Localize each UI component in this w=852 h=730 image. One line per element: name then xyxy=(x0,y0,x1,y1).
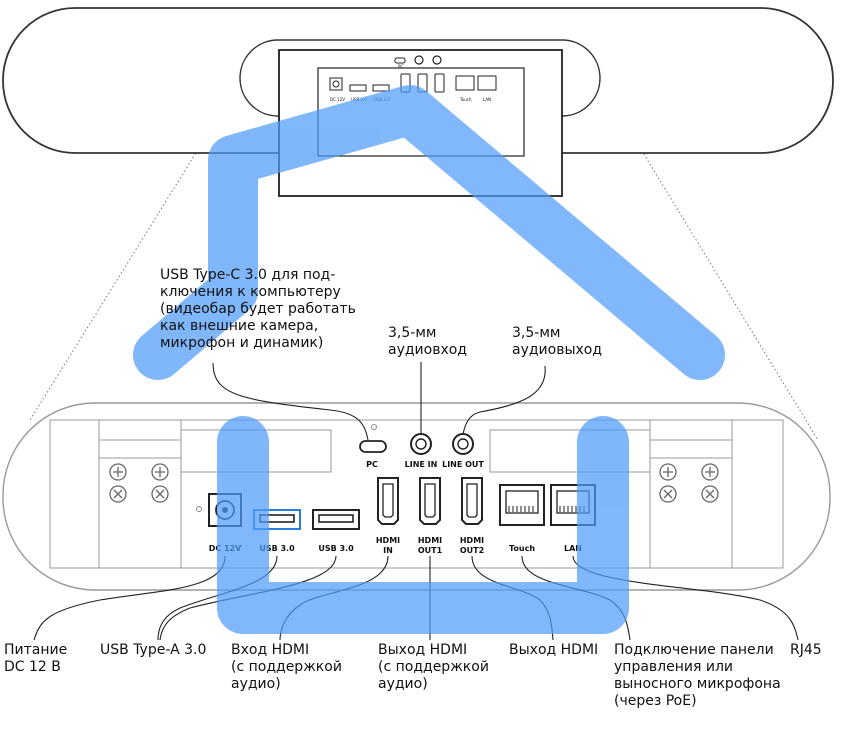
port-line-out xyxy=(452,433,474,455)
port-label-hdmi-out1-line1: HDMI xyxy=(418,536,442,545)
port-label-hdmi-in-line2: IN xyxy=(383,546,393,555)
port-label-hdmi-out1-line2: OUT1 xyxy=(418,546,443,555)
port-label-touch: Touch xyxy=(509,544,535,553)
videobar-rear-panel xyxy=(2,402,831,591)
callout-lan: RJ45 xyxy=(790,642,822,658)
callout-power: Питание DC 12 В xyxy=(4,642,68,675)
port-usb-c-pc xyxy=(359,440,387,453)
port-label-hdmi-in-line1: HDMI xyxy=(376,536,400,545)
port-label-line-out: LINE OUT xyxy=(442,460,484,469)
callout-usb-c: USB Type-C 3.0 для под- ключения к компь… xyxy=(160,267,356,351)
leader-lines xyxy=(33,362,799,641)
port-hdmi-out1 xyxy=(419,477,441,525)
port-rj45-touch xyxy=(499,484,545,526)
svg-text:DC 12V: DC 12V xyxy=(330,97,345,102)
svg-text:LAN: LAN xyxy=(483,97,491,102)
port-label-lan: LAN xyxy=(564,544,582,553)
zoom-guide-lines xyxy=(29,81,819,441)
svg-text:PC: PC xyxy=(398,64,403,69)
callout-hdmi-out1: Выход HDMI (с поддержкой аудио) xyxy=(378,642,489,692)
callout-touch: Подключение панели управления или выносн… xyxy=(614,642,781,709)
callout-audio-in: 3,5-мм аудиовход xyxy=(388,325,467,358)
callout-hdmi-out2: Выход HDMI xyxy=(509,642,599,658)
callout-usb-a: USB Type-A 3.0 xyxy=(100,642,207,658)
callout-audio-out: 3,5-мм аудиовыход xyxy=(512,325,603,358)
screw-icon xyxy=(109,463,719,503)
port-label-usb-1: USB 3.0 xyxy=(259,544,295,553)
blue-highlight-marks xyxy=(133,85,725,634)
port-hdmi-out2 xyxy=(461,477,483,525)
port-hdmi-in xyxy=(377,477,399,525)
port-label-hdmi-out2-line1: HDMI xyxy=(460,536,484,545)
svg-text:Touch: Touch xyxy=(459,97,472,102)
port-label-hdmi-out2-line2: OUT2 xyxy=(460,546,484,555)
port-label-pc: PC xyxy=(366,460,378,469)
port-label-line-in: LINE IN xyxy=(405,460,438,469)
callout-hdmi-in: Вход HDMI (с поддержкой аудио) xyxy=(231,642,342,692)
port-usb-a-2 xyxy=(312,509,360,530)
port-line-in xyxy=(410,433,432,455)
port-label-usb-2: USB 3.0 xyxy=(318,544,354,553)
